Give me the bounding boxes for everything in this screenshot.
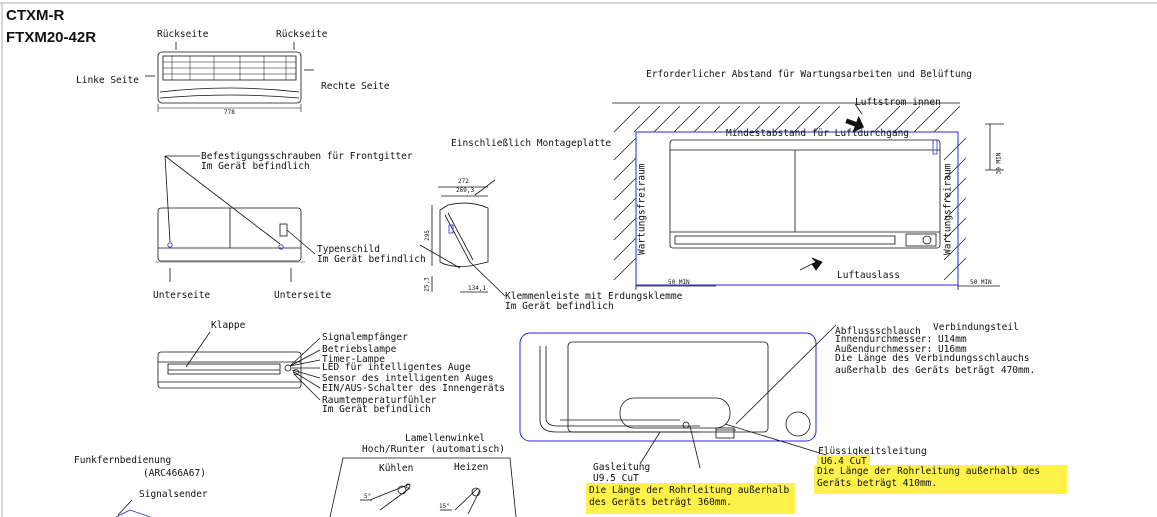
mounting-plate-label: Einschließlich Montageplatte xyxy=(451,138,612,149)
service-space-view xyxy=(612,102,1004,290)
liquid-line-note-1: Die Länge der Rohrleitung außerhalb des xyxy=(814,465,1067,479)
min-50-left-label: 50 MIN xyxy=(668,279,690,286)
gas-line-note-2: des Geräts beträgt 360mm. xyxy=(586,496,795,514)
cooling-label: Kühlen xyxy=(379,463,414,474)
drain-outer-diameter: Außendurchmesser: U16mm xyxy=(835,344,967,355)
top-view-unit xyxy=(145,42,314,112)
nameplate-sub-label: Im Gerät befindlich xyxy=(317,254,426,265)
bottom-right-label: Unterseite xyxy=(274,290,332,301)
drain-inner-diameter: Innendurchmesser: U14mm xyxy=(835,334,967,345)
service-title: Erforderlicher Abstand für Wartungsarbei… xyxy=(646,69,973,80)
drain-length-line-1: Die Länge des Verbindungsschlauchs xyxy=(835,353,1030,364)
terminal-sub-label: Im Gerät befindlich xyxy=(505,301,614,312)
model-name-1: CTXM-R xyxy=(6,7,65,24)
space-right-label: Wartungsfreiraum xyxy=(942,163,954,256)
angle-b-label: 15° xyxy=(439,503,450,510)
remote-model: (ARC466A67) xyxy=(143,468,206,479)
remote-control-drawing xyxy=(115,499,151,517)
flap-label: Klappe xyxy=(211,320,246,331)
operation-lamp-label: Betriebslampe xyxy=(322,344,397,355)
bottom-left-label: Unterseite xyxy=(153,290,211,301)
back-left-label: Rückseite xyxy=(157,29,209,40)
lower-front-unit xyxy=(157,331,321,401)
dim-295: 295 xyxy=(423,230,431,241)
intelligent-eye-led-label: LED für intelligentes Auge xyxy=(322,362,471,373)
front-view-unit xyxy=(155,155,316,282)
drain-hose-label: Abflussschlauch xyxy=(835,326,921,337)
signal-sender-label: Signalsender xyxy=(139,489,208,500)
gas-line-label: Gasleitung xyxy=(593,462,651,473)
piping-drawing xyxy=(519,324,837,469)
liquid-line-note-2: Geräts beträgt 410mm. xyxy=(814,477,1067,494)
min-distance-label: Mindestabstand für Luftdurchgang xyxy=(726,128,910,139)
side-view-unit xyxy=(419,179,506,297)
on-off-switch-label: EIN/AUS-Schalter des Innengeräts xyxy=(322,383,506,394)
right-side-label: Rechte Seite xyxy=(321,81,390,92)
connection-label: Verbindungsteil xyxy=(933,322,1019,333)
dim-272: 272 xyxy=(458,178,469,185)
heating-label: Heizen xyxy=(454,462,489,473)
louver-title: Lamellenwinkel xyxy=(405,433,486,444)
drain-length-line-2: außerhalb des Geräts beträgt 470mm. xyxy=(835,365,1036,376)
min-30-label: 30 MIN xyxy=(995,152,1003,175)
terminal-label: Klemmenleiste mit Erdungsklemme xyxy=(505,291,683,302)
airflow-in-label: Luftstrom innen xyxy=(855,97,941,108)
width-dimension: 778 xyxy=(224,109,235,116)
airflow-out-label: Luftauslass xyxy=(837,270,900,281)
min-50-right-label: 50 MIN xyxy=(970,279,992,286)
signal-receiver-label: Signalempfänger xyxy=(322,332,408,343)
screws-sub-label: Im Gerät befindlich xyxy=(201,161,310,172)
dim-269: 269,3 xyxy=(456,187,475,194)
louver-subtitle: Hoch/Runter (automatisch) xyxy=(362,444,505,455)
intelligent-eye-sensor-label: Sensor des intelligenten Auges xyxy=(322,373,494,384)
gas-line-note-1: Die Länge der Rohrleitung außerhalb xyxy=(586,483,795,498)
liquid-line-label: Flüssigkeitsleitung xyxy=(818,446,927,457)
dim-134: 134,1 xyxy=(468,285,487,292)
back-right-label: Rückseite xyxy=(276,29,328,40)
nameplate-label: Typenschild xyxy=(317,244,380,255)
screws-label: Befestigungsschrauben für Frontgitter xyxy=(201,151,413,162)
gas-line-size: U9.5 CuT xyxy=(593,473,639,484)
space-left-label: Wartungsfreiraum xyxy=(636,163,648,256)
remote-title: Funkfernbedienung xyxy=(74,455,172,466)
timer-lamp-label: Timer-Lampe xyxy=(322,354,385,365)
room-temp-sensor-sub-label: Im Gerät befindlich xyxy=(322,404,431,415)
angle-a-label: 5° xyxy=(364,493,372,500)
model-name-2: FTXM20-42R xyxy=(6,29,97,46)
left-side-label: Linke Seite xyxy=(76,75,139,86)
dim-25: 25,3 xyxy=(423,277,431,292)
room-temp-sensor-label: Raumtemperaturfühler xyxy=(322,395,437,406)
louver-angle-drawing xyxy=(329,457,517,517)
